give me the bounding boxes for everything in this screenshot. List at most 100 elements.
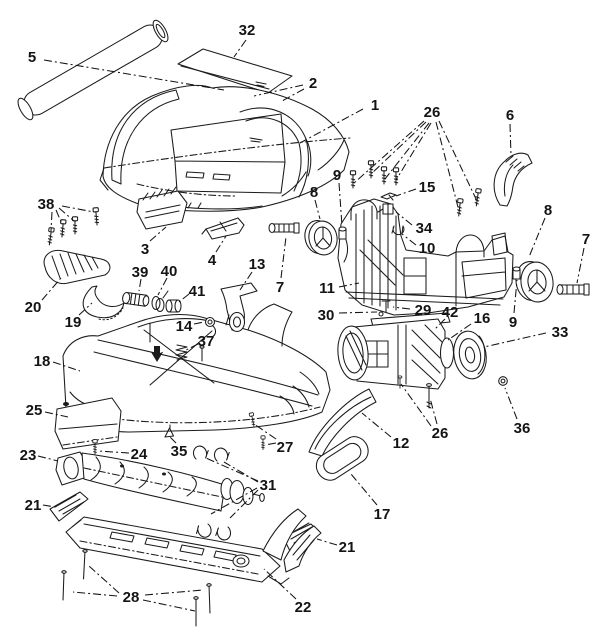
part-38-screws: [46, 207, 101, 246]
callout-35: 35: [171, 443, 188, 460]
callout-20: 20: [25, 299, 42, 316]
part-7-axle-bolt-left: [268, 222, 300, 234]
part-21-plate-left: [49, 491, 89, 522]
callout-8-left: 8: [310, 184, 318, 201]
leader-21-right: [316, 538, 338, 546]
leader-1: [299, 108, 364, 144]
callout-11: 11: [319, 280, 335, 297]
part-20-grip: [43, 249, 111, 285]
callout-13: 13: [249, 256, 266, 273]
leader-26-bottom: [400, 383, 432, 427]
leader-9-right: [513, 279, 518, 314]
leader-26-top: [438, 120, 478, 202]
leader-28: [72, 591, 118, 597]
callout-14: 14: [176, 318, 193, 335]
leader-34: [395, 211, 413, 226]
leader-36: [504, 387, 518, 420]
callout-21-right: 21: [339, 539, 356, 556]
part-22-base-plate: [65, 508, 322, 585]
part-40-spring: [151, 290, 169, 313]
callout-22: 22: [295, 599, 312, 616]
callout-7-right: 7: [582, 231, 590, 248]
callout-6: 6: [506, 107, 514, 124]
part-33-fan: [453, 330, 487, 380]
leader-18: [52, 361, 81, 372]
leader-26-top: [435, 121, 460, 212]
leader-8-right: [528, 217, 546, 258]
callout-8-right: 8: [544, 202, 552, 219]
part-26-screws-bottom: [397, 375, 432, 409]
part-16-motor: [337, 312, 460, 390]
part-34-clip: [377, 203, 394, 215]
part-7-axle-bolt-right: [556, 283, 590, 296]
leader-5: [43, 59, 225, 91]
leader-30: [338, 311, 378, 314]
callout-12: 12: [393, 435, 410, 452]
leader-13: [239, 271, 253, 291]
callout-33: 33: [552, 324, 569, 341]
leader-25: [44, 411, 69, 418]
part-37-spring: [175, 344, 205, 362]
leader-28: [144, 589, 204, 596]
part-41-cap: [165, 299, 182, 313]
leader-10: [401, 233, 417, 246]
leader-8-left: [314, 199, 321, 220]
callout-19: 19: [65, 314, 82, 331]
part-6-handle-release-pedal: [493, 152, 533, 207]
part-8-wheel-right: [515, 261, 554, 303]
leader-7-right: [576, 247, 585, 284]
leader-26-top: [370, 121, 427, 175]
callout-36: 36: [514, 420, 531, 437]
part-32-filter-sheet: [177, 48, 293, 94]
part-3-bracket: [136, 186, 188, 230]
leader-38: [50, 211, 53, 232]
leader-38: [61, 205, 95, 213]
leader-6: [509, 123, 512, 157]
leader-24: [97, 450, 130, 454]
leader-27: [264, 442, 277, 446]
leader-40: [157, 277, 168, 296]
part-9-bushing-right: [512, 266, 521, 280]
callout-37: 37: [198, 333, 215, 350]
leader-11: [338, 282, 360, 288]
leader-38: [55, 209, 63, 225]
diagram-artwork: [17, 19, 590, 627]
part-8-wheel-left: [304, 220, 338, 256]
leader-32: [233, 39, 247, 58]
leader-12: [361, 412, 392, 438]
leader-15: [395, 188, 417, 197]
part-4-bracket: [201, 217, 245, 240]
callout-1: 1: [371, 97, 379, 114]
part-14-grommet: [204, 316, 217, 338]
part-12-belt: [308, 388, 377, 457]
leader-14: [193, 321, 205, 325]
callout-5: 5: [28, 49, 36, 66]
callout-41: 41: [189, 283, 206, 300]
callout-10: 10: [419, 240, 436, 257]
leader-4: [215, 235, 227, 253]
callout-2: 2: [309, 75, 317, 92]
callout-9-left: 9: [333, 167, 341, 184]
leader-28: [142, 599, 196, 612]
callout-31: 31: [260, 477, 277, 494]
part-11-motor-housing: [337, 198, 514, 316]
leader-19: [78, 302, 93, 316]
leader-3: [149, 226, 167, 242]
callout-26-bottom: 26: [432, 425, 449, 442]
callout-17: 17: [374, 506, 391, 523]
leader-31: [223, 461, 259, 483]
leader-9-left: [338, 182, 343, 227]
leader-16: [447, 323, 472, 341]
part-36-nut: [498, 376, 508, 386]
leader-20: [41, 277, 62, 301]
callout-7-left: 7: [276, 279, 284, 296]
callout-26-top: 26: [424, 104, 441, 121]
leader-17: [350, 473, 378, 506]
leader-33: [483, 332, 547, 348]
leader-7-left: [280, 236, 287, 279]
part-39-valve: [122, 291, 150, 307]
callout-23: 23: [20, 447, 37, 464]
part-30-grommet: [378, 311, 384, 317]
